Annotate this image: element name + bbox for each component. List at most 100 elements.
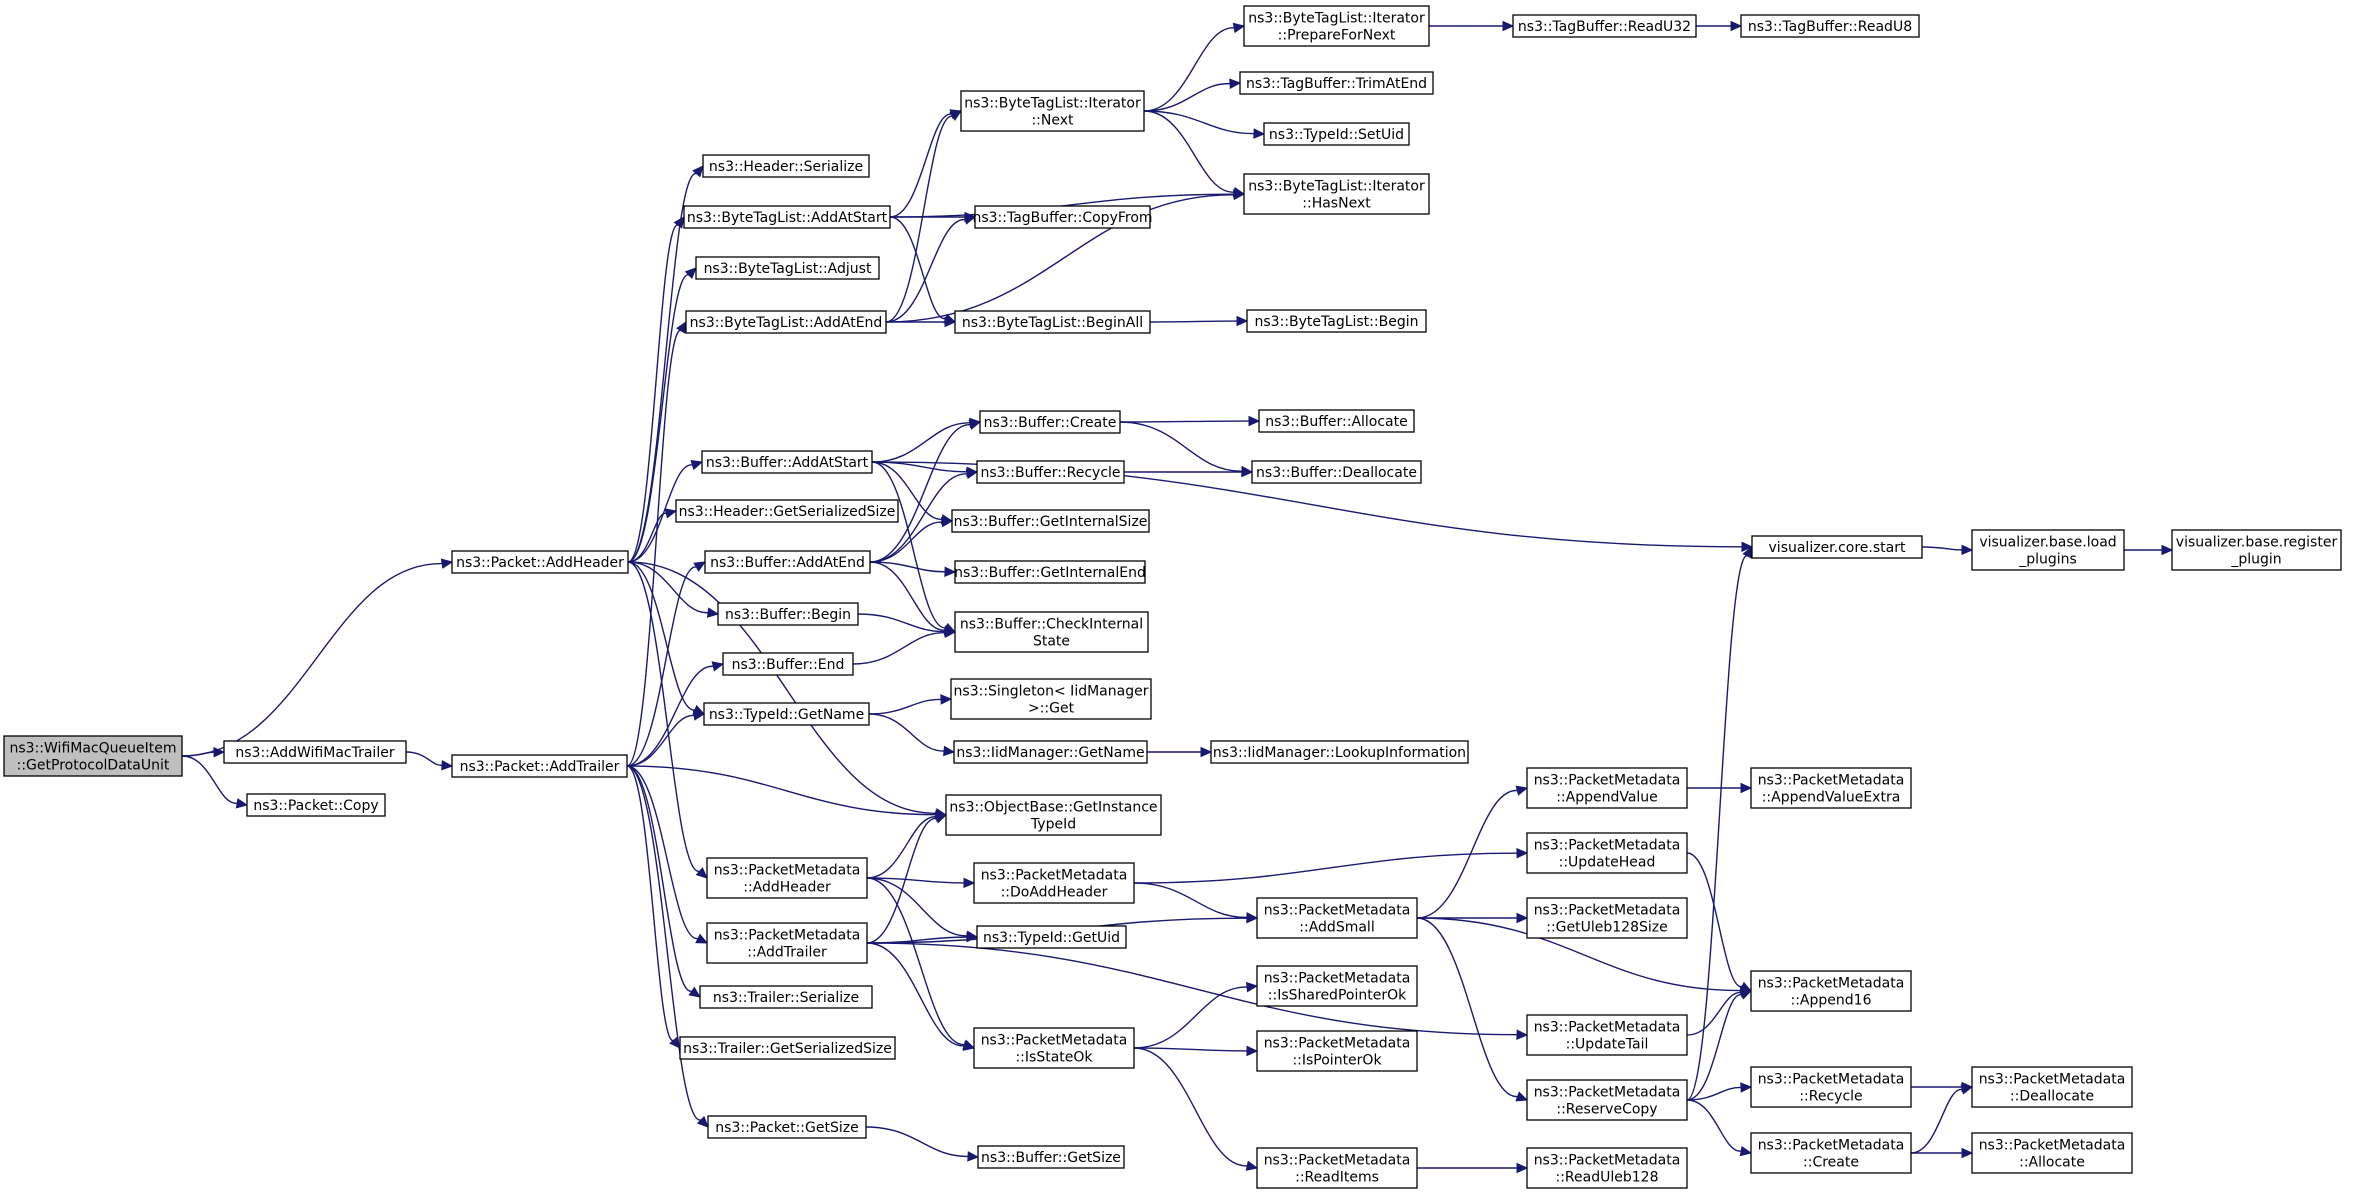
node-label: ns3::Buffer::GetSize <box>981 1150 1121 1166</box>
node-hdr_serialize[interactable]: ns3::Header::Serialize <box>702 154 870 178</box>
node-buf_allocate[interactable]: ns3::Buffer::Allocate <box>1258 409 1415 433</box>
node-root[interactable]: ns3::WifiMacQueueItem::GetProtocolDataUn… <box>3 735 183 777</box>
node-buf_getsize[interactable]: ns3::Buffer::GetSize <box>977 1145 1125 1169</box>
node-pkt_getsize[interactable]: ns3::Packet::GetSize <box>707 1115 867 1139</box>
node-box <box>1258 409 1415 433</box>
node-label: ::Deallocate <box>2010 1089 2094 1105</box>
node-label: ::ReadItems <box>1295 1170 1379 1186</box>
node-pm_create[interactable]: ns3::PacketMetadata::Create <box>1750 1132 1912 1174</box>
node-label: ns3::ObjectBase::GetInstance <box>949 800 1157 816</box>
node-vis_core_start[interactable]: visualizer.core.start <box>1751 535 1923 559</box>
node-box <box>1750 970 1912 1012</box>
node-typeid_getuid[interactable]: ns3::TypeId::GetUid <box>976 925 1127 949</box>
node-trl_serialize[interactable]: ns3::Trailer::Serialize <box>699 985 873 1009</box>
node-copy[interactable]: ns3::Packet::Copy <box>246 793 386 817</box>
edge-btl_addatend-to-btl_beginall <box>886 316 957 328</box>
node-box <box>1256 1147 1418 1189</box>
node-label: ns3::ByteTagList::BeginAll <box>962 315 1143 331</box>
node-btl_addatstart[interactable]: ns3::ByteTagList::AddAtStart <box>683 205 891 229</box>
node-label: ns3::PacketMetadata <box>1264 1153 1411 1169</box>
node-pm_ispointerok[interactable]: ns3::PacketMetadata::IsPointerOk <box>1256 1030 1418 1072</box>
node-box <box>1750 767 1912 809</box>
node-buf_deallocate[interactable]: ns3::Buffer::Deallocate <box>1251 460 1422 484</box>
edge-btl_addatend-to-tb_copyfrom <box>885 214 977 323</box>
node-it_hasnext[interactable]: ns3::ByteTagList::Iterator::HasNext <box>1243 173 1430 215</box>
node-btl_beginall[interactable]: ns3::ByteTagList::BeginAll <box>954 310 1151 334</box>
node-it_next[interactable]: ns3::ByteTagList::Iterator::Next <box>960 90 1145 132</box>
node-btl_begin[interactable]: ns3::ByteTagList::Begin <box>1246 309 1427 333</box>
node-label: ns3::PacketMetadata <box>1264 971 1411 987</box>
edge-typeid_getname-to-singleton_get <box>868 694 953 715</box>
node-buf_addatstart[interactable]: ns3::Buffer::AddAtStart <box>701 450 873 474</box>
node-hdr_getsersize[interactable]: ns3::Header::GetSerializedSize <box>675 499 899 523</box>
node-pm_readitems[interactable]: ns3::PacketMetadata::ReadItems <box>1256 1147 1418 1189</box>
node-pm_isstateok[interactable]: ns3::PacketMetadata::IsStateOk <box>973 1027 1135 1069</box>
node-pm_recycle[interactable]: ns3::PacketMetadata::Recycle <box>1750 1066 1912 1108</box>
node-trl_getsersize[interactable]: ns3::Trailer::GetSerializedSize <box>679 1036 896 1060</box>
node-label: ::UpdateHead <box>1559 855 1656 871</box>
node-tb_readu8[interactable]: ns3::TagBuffer::ReadU8 <box>1740 14 1920 38</box>
node-buf_recycle[interactable]: ns3::Buffer::Recycle <box>976 460 1125 484</box>
node-pm_readuleb128[interactable]: ns3::PacketMetadata::ReadUleb128 <box>1526 1147 1688 1189</box>
node-it_preparefornext[interactable]: ns3::ByteTagList::Iterator::PrepareForNe… <box>1243 5 1430 47</box>
node-pm_deallocate[interactable]: ns3::PacketMetadata::Deallocate <box>1971 1066 2133 1108</box>
node-label: ::PrepareForNext <box>1278 28 1396 44</box>
node-pm_allocate[interactable]: ns3::PacketMetadata::Allocate <box>1971 1132 2133 1174</box>
node-buf_begin[interactable]: ns3::Buffer::Begin <box>717 602 859 626</box>
node-label: visualizer.base.register <box>2176 535 2338 551</box>
node-pm_reservecopy[interactable]: ns3::PacketMetadata::ReserveCopy <box>1526 1079 1688 1121</box>
node-tb_trimatend[interactable]: ns3::TagBuffer::TrimAtEnd <box>1239 71 1434 95</box>
node-pm_getuleb128size[interactable]: ns3::PacketMetadata::GetUleb128Size <box>1526 897 1688 939</box>
node-label: ns3::Header::GetSerializedSize <box>679 504 896 520</box>
node-box <box>706 922 868 964</box>
node-buf_create[interactable]: ns3::Buffer::Create <box>979 410 1121 434</box>
node-label: _plugins <box>2018 552 2077 568</box>
node-tb_readu32[interactable]: ns3::TagBuffer::ReadU32 <box>1512 14 1697 38</box>
node-btl_adjust[interactable]: ns3::ByteTagList::Adjust <box>695 256 880 280</box>
edge-buf_addatend-to-buf_getinternalend <box>869 561 957 577</box>
node-typeid_getname[interactable]: ns3::TypeId::GetName <box>703 702 870 726</box>
node-addwifimactrailer[interactable]: ns3::AddWifiMacTrailer <box>223 740 407 764</box>
node-box <box>451 550 629 574</box>
node-label: ns3::ByteTagList::AddAtEnd <box>690 315 883 331</box>
node-pm_append16[interactable]: ns3::PacketMetadata::Append16 <box>1750 970 1912 1012</box>
node-iid_lookupinfo[interactable]: ns3::IidManager::LookupInformation <box>1210 740 1469 764</box>
node-pm_appendvalue[interactable]: ns3::PacketMetadata::AppendValue <box>1526 767 1688 809</box>
edge-it_next-to-typeid_setuid <box>1143 110 1266 139</box>
node-pm_doaddheader[interactable]: ns3::PacketMetadata::DoAddHeader <box>973 862 1135 904</box>
node-pm_appendvalueextra[interactable]: ns3::PacketMetadata::AppendValueExtra <box>1750 767 1912 809</box>
node-pm_addsmall[interactable]: ns3::PacketMetadata::AddSmall <box>1256 897 1418 939</box>
node-pm_updatehead[interactable]: ns3::PacketMetadata::UpdateHead <box>1526 832 1688 874</box>
node-box <box>951 509 1150 533</box>
node-buf_addatend[interactable]: ns3::Buffer::AddAtEnd <box>704 550 871 574</box>
edge-pm_reservecopy-to-vis_core_start <box>1686 545 1753 1101</box>
node-buf_getinternalsize[interactable]: ns3::Buffer::GetInternalSize <box>951 509 1150 533</box>
node-box <box>1263 122 1410 146</box>
node-addtrailer[interactable]: ns3::Packet::AddTrailer <box>451 754 628 778</box>
edge-addtrailer-to-pm_addtrailer <box>626 765 709 944</box>
node-vis_base_register[interactable]: visualizer.base.register_plugin <box>2171 529 2342 571</box>
node-pm_issharedptrok[interactable]: ns3::PacketMetadata::IsSharedPointerOk <box>1256 965 1418 1007</box>
node-label: ns3::PacketMetadata <box>1758 773 1905 789</box>
node-box <box>722 652 854 676</box>
node-buf_getinternalend[interactable]: ns3::Buffer::GetInternalEnd <box>954 560 1146 584</box>
node-addheader[interactable]: ns3::Packet::AddHeader <box>451 550 629 574</box>
node-box <box>707 1115 867 1139</box>
node-tb_copyfrom[interactable]: ns3::TagBuffer::CopyFrom <box>972 205 1153 229</box>
node-typeid_setuid[interactable]: ns3::TypeId::SetUid <box>1263 122 1410 146</box>
node-vis_base_load[interactable]: visualizer.base.load_plugins <box>1971 529 2125 571</box>
node-label: ::AddSmall <box>1299 920 1374 936</box>
node-box <box>701 450 873 474</box>
node-btl_addatend[interactable]: ns3::ByteTagList::AddAtEnd <box>685 310 887 334</box>
node-iid_getname[interactable]: ns3::IidManager::GetName <box>953 740 1148 764</box>
node-pm_addtrailer[interactable]: ns3::PacketMetadata::AddTrailer <box>706 922 868 964</box>
node-box <box>954 611 1149 653</box>
node-buf_end[interactable]: ns3::Buffer::End <box>722 652 854 676</box>
node-singleton_get[interactable]: ns3::Singleton< IidManager>::Get <box>950 678 1152 720</box>
edge-iid_getname-to-iid_lookupinfo <box>1147 746 1213 758</box>
node-label: ns3::ByteTagList::AddAtStart <box>687 210 888 226</box>
node-pm_updatetail[interactable]: ns3::PacketMetadata::UpdateTail <box>1526 1014 1688 1056</box>
node-pm_addheader[interactable]: ns3::PacketMetadata::AddHeader <box>706 857 868 899</box>
